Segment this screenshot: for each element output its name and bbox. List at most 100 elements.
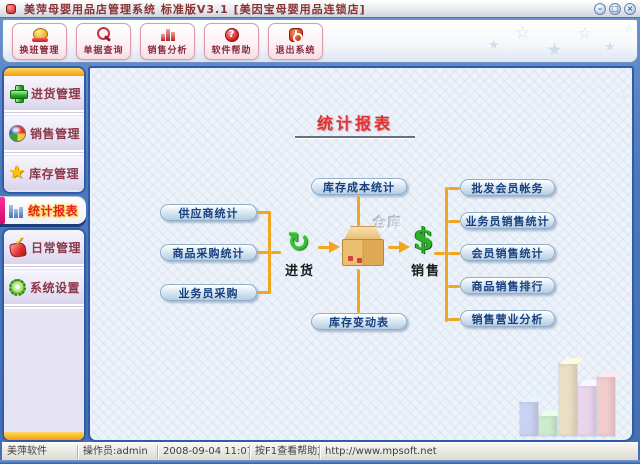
sidebar-panel-top: 进货管理 销售管理 ★ 库存管理 xyxy=(2,66,86,194)
report-button-wholesale-member-accounts[interactable]: 批发会员帐务 xyxy=(460,179,555,196)
sales-dollar-icon: $ xyxy=(413,222,434,257)
report-button-salesman-purchase[interactable]: 业务员采购 xyxy=(160,284,257,301)
connector-line xyxy=(271,251,281,254)
toolbar-button-software-help[interactable]: ? 软件帮助 xyxy=(204,23,259,60)
connector-line xyxy=(357,269,360,313)
toolbar-button-shift-management[interactable]: 换班管理 xyxy=(12,23,67,60)
connector-line xyxy=(448,252,460,255)
gold-star-icon: ★ xyxy=(9,162,26,183)
sidebar-panel-bottom: ✓ 日常管理 系统设置 xyxy=(2,228,86,442)
connector-line xyxy=(448,285,460,288)
color-ball-icon xyxy=(9,124,26,142)
connector-line xyxy=(257,211,271,214)
status-datetime: 2008-09-04 11:07:06 xyxy=(158,444,250,459)
status-operator: 操作员:admin xyxy=(78,444,158,459)
search-icon xyxy=(96,27,111,42)
report-button-salesman-sales-stats[interactable]: 业务员销售统计 xyxy=(460,212,555,229)
exit-icon xyxy=(288,27,303,43)
report-button-sales-business-analysis[interactable]: 销售营业分析 xyxy=(460,310,555,327)
connector-line xyxy=(268,211,271,294)
deco-bar xyxy=(597,377,615,436)
report-button-inventory-cost[interactable]: 库存成本统计 xyxy=(311,178,407,195)
star-decoration: ★ xyxy=(488,38,500,53)
check-glyph: ✓ xyxy=(14,234,25,249)
sidebar-item-label: 销售管理 xyxy=(30,126,81,141)
maximize-button[interactable]: □ xyxy=(609,2,621,15)
divider xyxy=(4,150,84,156)
report-button-member-sales-stats[interactable]: 会员销售统计 xyxy=(460,244,555,261)
sales-label: 销售 xyxy=(410,264,441,279)
report-button-product-sales-ranking[interactable]: 商品销售排行 xyxy=(460,277,555,294)
star-decoration: ☆ xyxy=(515,23,531,43)
arrow-right-icon xyxy=(388,241,410,253)
connector-line xyxy=(448,220,460,223)
sidebar-item-label: 日常管理 xyxy=(31,240,82,255)
divider xyxy=(4,264,84,270)
sidebar-item-purchase-management[interactable]: 进货管理 xyxy=(4,76,84,110)
blue-bars-icon xyxy=(8,202,25,219)
sidebar: 进货管理 销售管理 ★ 库存管理 统计报表 ✓ 日常管理 xyxy=(0,66,86,442)
deco-bar xyxy=(520,402,538,436)
warehouse-box-icon xyxy=(342,226,384,268)
sidebar-item-inventory-management[interactable]: ★ 库存管理 xyxy=(4,156,84,190)
page-title: 统计报表 xyxy=(316,114,393,133)
window-title: 美萍母婴用品店管理系统 标准版V3.1 [美因宝母婴用品连锁店] xyxy=(24,2,366,16)
window-controls: – □ × xyxy=(591,2,636,15)
deco-bar xyxy=(559,364,577,436)
panel-cap xyxy=(4,432,84,440)
toolbar-button-label: 软件帮助 xyxy=(211,45,252,56)
purchase-recycle-icon: ↻ xyxy=(287,227,310,258)
status-website: http://www.mpsoft.net xyxy=(325,445,437,457)
sidebar-item-sales-management[interactable]: 销售管理 xyxy=(4,116,84,150)
toolbar: ★ ☆ ★ ☆ ★ ☆ ☆ ☆ ☆ 换班管理 单据查询 销售分析 ? 软件帮助 … xyxy=(2,19,638,63)
star-decoration: ☆ xyxy=(333,42,344,56)
shift-icon xyxy=(31,27,48,42)
star-decoration: ★ xyxy=(618,90,629,104)
star-decoration: ☆ xyxy=(578,24,592,42)
toolbar-button-label: 销售分析 xyxy=(147,45,188,56)
report-button-inventory-change[interactable]: 库存变动表 xyxy=(311,313,407,330)
divider xyxy=(4,110,84,116)
connector-line xyxy=(257,291,271,294)
sidebar-item-label: 进货管理 xyxy=(31,86,82,101)
arrow-right-icon xyxy=(318,241,340,253)
connector-line xyxy=(448,187,460,190)
star-decoration: ☆ xyxy=(556,82,566,95)
panel-filler xyxy=(4,310,84,432)
titlebar[interactable]: 美萍母婴用品店管理系统 标准版V3.1 [美因宝母婴用品连锁店] – □ × xyxy=(0,0,640,18)
star-decoration: ☆ xyxy=(588,72,603,91)
star-decoration: ★ xyxy=(604,40,616,55)
help-icon: ? xyxy=(224,27,239,42)
green-cross-icon xyxy=(9,84,28,103)
connector-line xyxy=(445,187,448,322)
sidebar-item-label: 库存管理 xyxy=(29,166,80,181)
app-icon xyxy=(6,3,16,14)
statusbar: 美萍软件 操作员:admin 2008-09-04 11:07:06 按F1查看… xyxy=(2,442,638,460)
main-panel: ☆ ★ ☆ 统计报表 供应商统计 商品采购统计 业务员采购 ↻ 进货 仓库 $ … xyxy=(88,66,634,442)
box-front-face xyxy=(342,239,384,266)
deco-bar xyxy=(539,416,557,436)
question-glyph: ? xyxy=(228,29,235,40)
report-button-product-purchase-stats[interactable]: 商品采购统计 xyxy=(160,244,257,261)
toolbar-button-label: 单据查询 xyxy=(83,46,124,56)
window-bottom-frame xyxy=(0,460,640,464)
connector-line xyxy=(257,251,271,254)
close-button[interactable]: × xyxy=(624,2,636,15)
sidebar-item-label: 系统设置 xyxy=(30,280,81,295)
sidebar-item-statistics-reports[interactable]: 统计报表 xyxy=(0,197,86,224)
active-stripe xyxy=(0,197,5,224)
report-button-supplier-stats[interactable]: 供应商统计 xyxy=(160,204,257,221)
sidebar-item-system-settings[interactable]: 系统设置 xyxy=(4,270,84,304)
green-gear-icon xyxy=(9,278,26,296)
connector-line xyxy=(357,196,360,226)
toolbar-button-document-query[interactable]: 单据查询 xyxy=(76,23,131,60)
star-decoration: ☆ xyxy=(624,22,634,35)
red-brush-icon: ✓ xyxy=(9,234,27,256)
connector-line xyxy=(448,318,460,321)
sidebar-item-daily-management[interactable]: ✓ 日常管理 xyxy=(4,230,84,264)
title-underline xyxy=(295,136,415,138)
minimize-button[interactable]: – xyxy=(594,2,606,15)
toolbar-button-exit-system[interactable]: 退出系统 xyxy=(268,23,323,60)
toolbar-button-sales-analysis[interactable]: 销售分析 xyxy=(140,23,195,60)
